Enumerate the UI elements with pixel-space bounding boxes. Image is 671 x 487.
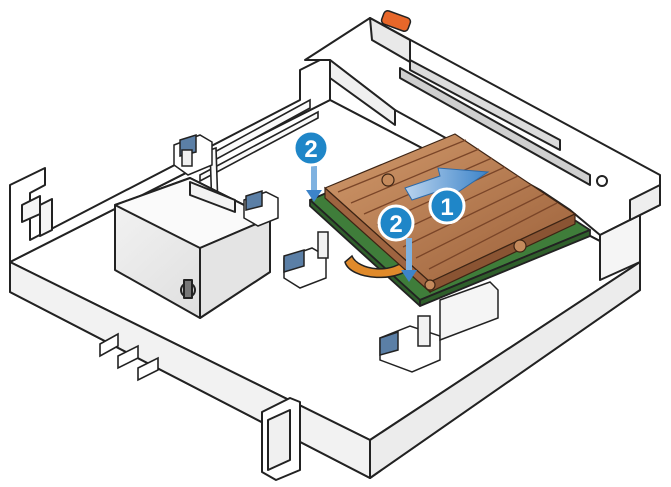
callout-1: 1 <box>428 187 466 225</box>
top-bracket <box>304 17 661 281</box>
callout-2-top-label: 2 <box>304 136 317 163</box>
latch-front-left <box>173 133 213 176</box>
callout-1-label: 1 <box>440 194 453 221</box>
callout-2-top-circle <box>292 129 330 167</box>
latch-front-right <box>379 281 499 373</box>
callout-2-top: 2 <box>292 129 330 167</box>
latch-pcb-left <box>283 231 329 289</box>
front-right-upright <box>261 397 301 481</box>
front-notches <box>99 332 159 382</box>
orange-tab <box>380 10 412 32</box>
callout-2-center-label: 2 <box>389 211 402 238</box>
latch-middle <box>243 189 279 227</box>
down-arrow-left <box>306 166 322 202</box>
slide-arrow <box>404 167 490 201</box>
down-arrow-center <box>401 238 417 282</box>
callout-2-center-circle <box>377 204 415 242</box>
callout-1-circle <box>428 187 466 225</box>
callout-2-center: 2 <box>377 204 415 242</box>
power-block <box>114 177 271 319</box>
